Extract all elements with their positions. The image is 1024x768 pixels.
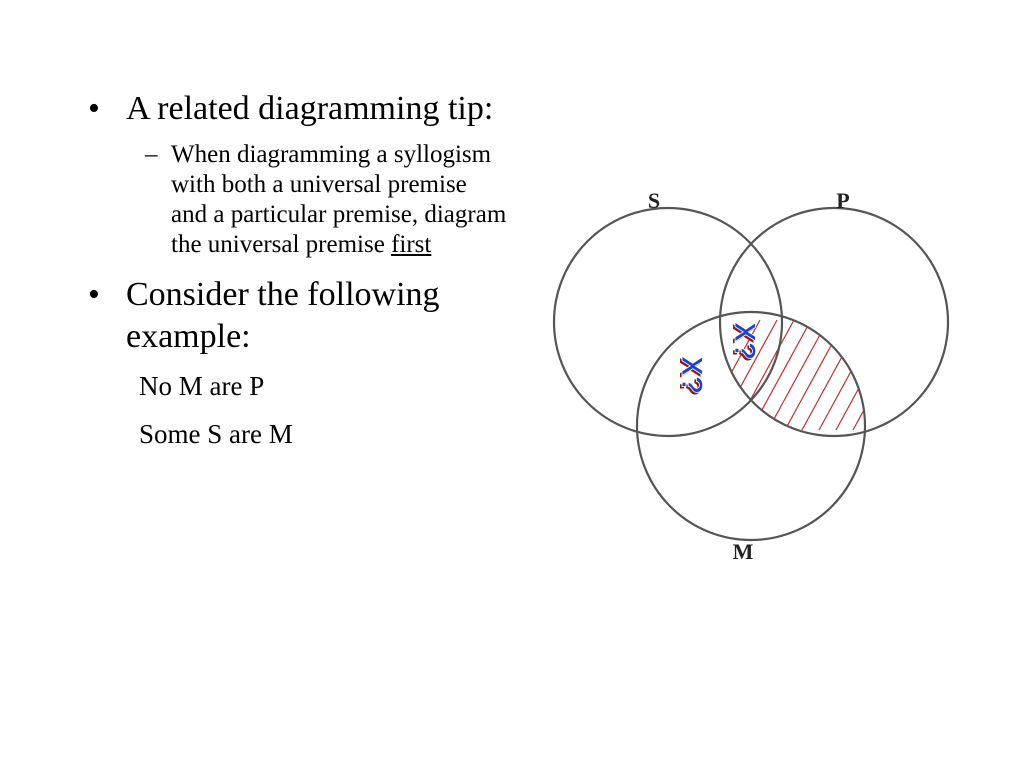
mark-x-right-text: X? [728, 322, 761, 360]
bullet-diagramming-tip: • A related diagramming tip: [88, 88, 508, 130]
mark-x-right-shadow: X? [726, 324, 759, 362]
mark-x-right: X? X? [726, 321, 761, 362]
circle-m [635, 310, 867, 542]
bullet-consider-example: • Consider the following example: [88, 274, 508, 358]
venn-diagram: S P M X? X? X? X? [552, 188, 950, 564]
hatch-line [835, 319, 865, 431]
mark-x-left: X? X? [673, 355, 708, 396]
bullet-marker: • [88, 276, 100, 313]
hatch-line [870, 320, 930, 430]
label-m: M [733, 539, 754, 564]
circle-p [718, 206, 950, 438]
bullet-text: Consider the following example: [126, 276, 440, 355]
hatch-line [767, 319, 829, 431]
hatch-line [921, 320, 981, 430]
sub-bullet-text: When diagramming a syllogism with both a… [171, 141, 507, 258]
hatch-line [887, 320, 947, 430]
label-s: S [648, 188, 660, 213]
hatch-line [784, 319, 846, 431]
hatch-region-pm [720, 319, 981, 431]
mark-x-left-shadow: X? [673, 358, 706, 396]
label-p: P [836, 188, 849, 213]
sub-bullet-universal-first: – When diagramming a syllogism with both… [88, 140, 508, 260]
bullet-text: A related diagramming tip: [126, 90, 494, 127]
slide-text: • A related diagramming tip: – When diag… [88, 88, 508, 450]
hatch-line [818, 319, 865, 431]
emphasis-first: first [391, 231, 432, 258]
bullet-marker: • [88, 90, 100, 127]
mark-x-left-text: X? [675, 356, 708, 394]
hatch-line [852, 319, 865, 431]
premise-1: No M are P [139, 371, 265, 401]
premise-2: Some S are M [139, 419, 293, 449]
circle-s [552, 206, 784, 438]
sub-bullet-marker: – [145, 141, 158, 168]
